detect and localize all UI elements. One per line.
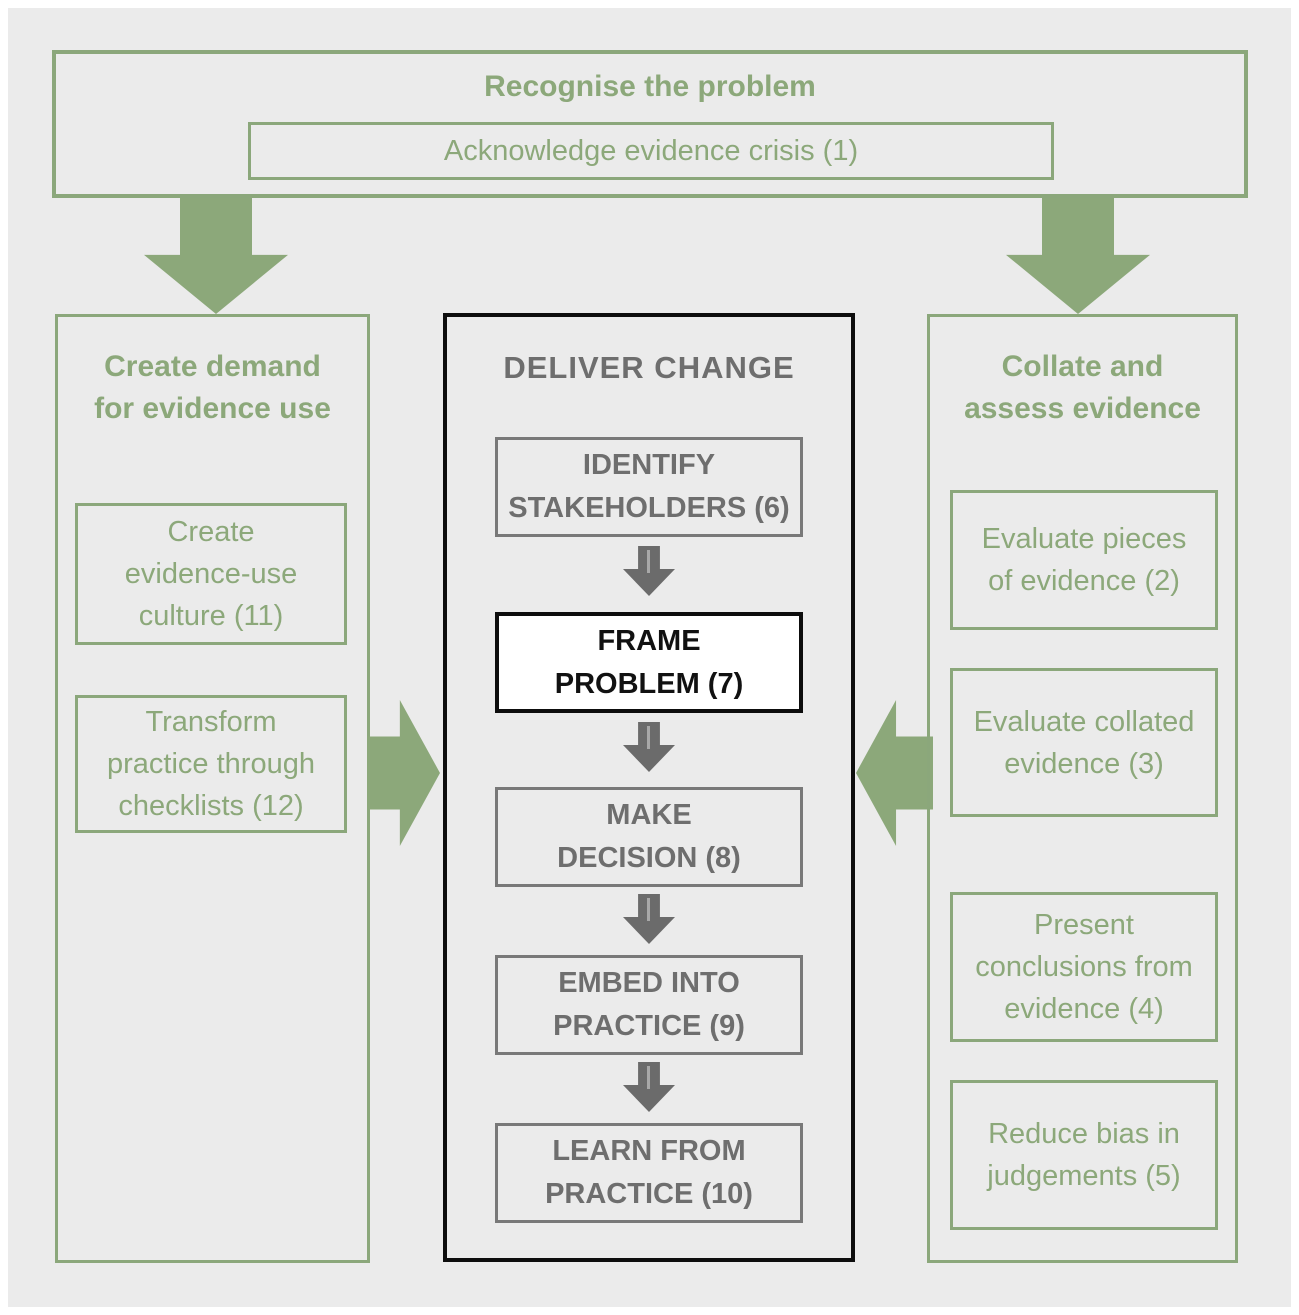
acknowledge-evidence-crisis-box: Acknowledge evidence crisis (1) (248, 122, 1054, 180)
arrow-highlight (647, 1066, 651, 1089)
deliver-change-section (443, 313, 855, 1262)
create-evidence-use-culture-label: Create evidence-use culture (11) (124, 516, 298, 632)
deliver-change-title: DELIVER CHANGE (503, 350, 795, 385)
transform-practice-checklists-box: Transform practice through checklists (1… (75, 695, 347, 833)
learn-from-practice-box: LEARN FROM PRACTICE (10) (495, 1123, 803, 1223)
acknowledge-evidence-crisis-label: Acknowledge evidence crisis (1) (443, 135, 859, 167)
reduce-bias-box: Reduce bias in judgements (5) (950, 1080, 1218, 1230)
frame-problem-box-highlighted: FRAME PROBLEM (7) (495, 612, 803, 713)
arrow-highlight (647, 726, 651, 749)
present-conclusions-box: Present conclusions from evidence (4) (950, 892, 1218, 1042)
create-demand-title: Create demand for evidence use (94, 350, 331, 425)
embed-into-practice-label: EMBED INTO PRACTICE (9) (553, 967, 745, 1042)
evaluate-pieces-label: Evaluate pieces of evidence (2) (981, 523, 1187, 597)
collate-assess-title: Collate and assess evidence (964, 350, 1201, 425)
present-conclusions-label: Present conclusions from evidence (4) (975, 909, 1193, 1025)
collate-assess-section (927, 314, 1238, 1263)
arrow-highlight (647, 898, 651, 921)
evaluate-collated-box: Evaluate collated evidence (3) (950, 668, 1218, 817)
make-decision-label: MAKE DECISION (8) (557, 799, 741, 874)
arrow-highlight (647, 550, 651, 573)
evaluate-collated-label: Evaluate collated evidence (3) (973, 705, 1195, 780)
make-decision-box: MAKE DECISION (8) (495, 787, 803, 887)
transform-practice-checklists-label: Transform practice through checklists (1… (107, 706, 315, 822)
recognise-problem-title: Recognise the problem (484, 70, 816, 103)
embed-into-practice-box: EMBED INTO PRACTICE (9) (495, 955, 803, 1055)
identify-stakeholders-label: IDENTIFY STAKEHOLDERS (6) (508, 449, 790, 524)
frame-problem-label: FRAME PROBLEM (7) (554, 624, 744, 700)
evaluate-pieces-box: Evaluate pieces of evidence (2) (950, 490, 1218, 630)
create-evidence-use-culture-box: Create evidence-use culture (11) (75, 503, 347, 645)
identify-stakeholders-box: IDENTIFY STAKEHOLDERS (6) (495, 437, 803, 537)
reduce-bias-label: Reduce bias in judgements (5) (987, 1118, 1181, 1192)
recognise-problem-section (52, 50, 1248, 198)
learn-from-practice-label: LEARN FROM PRACTICE (10) (545, 1135, 753, 1210)
